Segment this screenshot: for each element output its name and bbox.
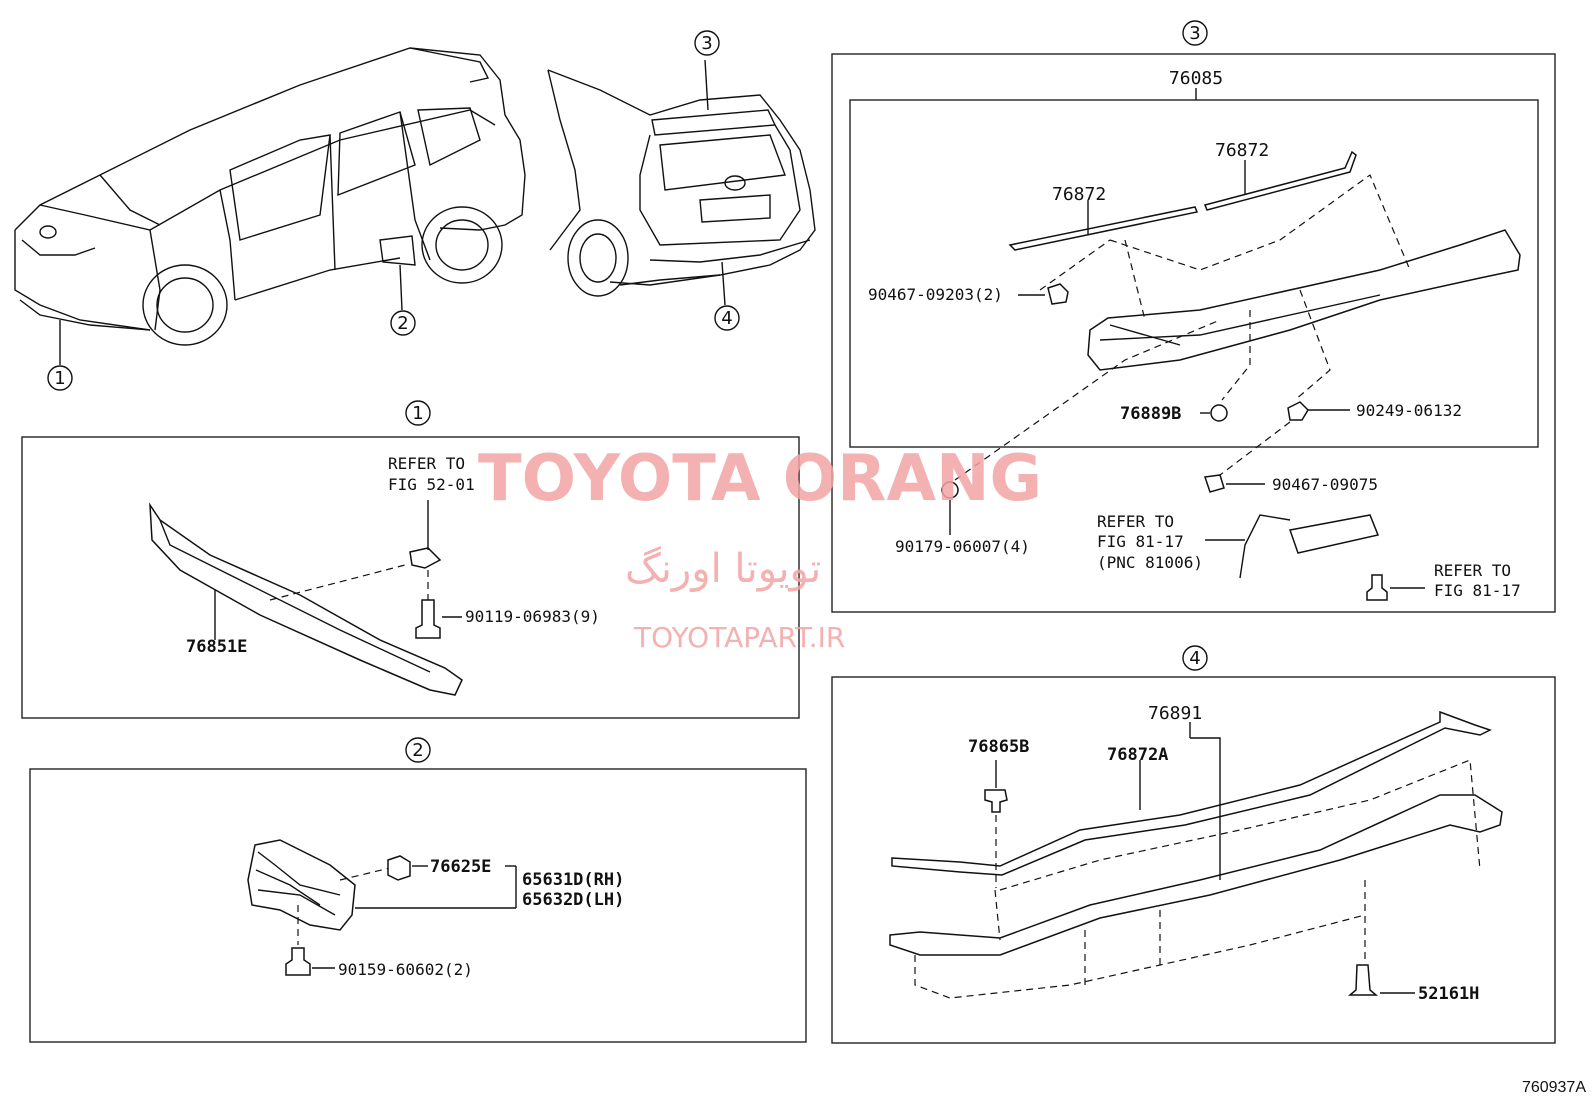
part-52161H-label: 52161H [1418, 984, 1479, 1004]
part-90467-09075-label: 90467-09075 [1272, 475, 1378, 494]
watermark-site: TOYOTAPART.IR [633, 621, 845, 654]
refer-to-label-s1a: REFER TO [388, 454, 465, 473]
refer-fig-label-s3a: FIG 81-17 [1097, 532, 1184, 551]
mudguard-screw-part [285, 947, 311, 976]
section-1-front-spoiler: 1 [21, 400, 800, 719]
part-76872-left-label: 76872 [1052, 184, 1106, 205]
part-76851E-label: 76851E [186, 637, 247, 657]
svg-text:2: 2 [412, 740, 423, 761]
figure-code: 760937A [1522, 1079, 1586, 1096]
nut-90249-06132 [1287, 401, 1309, 421]
clip-90467-09203 [1047, 283, 1069, 305]
part-90159-60602-label: 90159-60602(2) [338, 960, 473, 979]
refer-to-label-s3b: REFER TO [1434, 561, 1511, 580]
front-spoiler-part [149, 502, 463, 696]
part-76625E-label: 76625E [430, 857, 491, 877]
front-clip-part [409, 547, 442, 569]
refer-fig-label-s1b: FIG 52-01 [388, 475, 475, 494]
cap-76889B [1210, 404, 1228, 422]
refer-to-label-s3a: REFER TO [1097, 512, 1174, 531]
svg-text:1: 1 [54, 368, 65, 389]
screw-90179-06007 [941, 481, 959, 499]
front-bolt-part [415, 599, 441, 639]
part-76865B-label: 76865B [968, 737, 1029, 757]
car-front-illustration [14, 47, 526, 365]
part-90119-06983-label: 90119-06983(9) [465, 607, 600, 626]
callout-2-overview: 2 [390, 310, 416, 336]
car-rear-illustration [547, 59, 816, 306]
callout-1-overview: 1 [47, 365, 73, 391]
rear-spoiler-body [1087, 229, 1521, 371]
callout-4-overview: 4 [714, 305, 740, 331]
svg-text:4: 4 [1189, 648, 1200, 669]
tape-76872-right [1203, 150, 1357, 211]
part-76891-label: 76891 [1148, 703, 1202, 724]
svg-text:4: 4 [721, 308, 732, 329]
part-76872A-label: 76872A [1107, 745, 1168, 765]
refer-pnc-label-s3a: (PNC 81006) [1097, 553, 1203, 572]
watermark-brand: TOYOTA ORANG [478, 442, 1042, 516]
rear-lower-spoiler-body [889, 794, 1503, 956]
high-stop-lamp [1289, 514, 1380, 554]
tape-76872A [891, 710, 1492, 876]
part-90179-06007-label: 90179-06007(4) [895, 537, 1030, 556]
tape-76872-left [1008, 206, 1199, 251]
part-65632D-label: 65632D(LH) [522, 890, 624, 910]
section-3-rear-spoiler: 3 [831, 20, 1556, 613]
part-76889B-label: 76889B [1120, 404, 1181, 424]
section-4-rear-lower-spoiler: 4 [831, 645, 1556, 1044]
svg-text:1: 1 [412, 403, 423, 424]
part-76085-label: 76085 [1169, 68, 1223, 89]
part-90249-06132-label: 90249-06132 [1356, 401, 1462, 420]
clip-90467-09075 [1204, 474, 1225, 493]
svg-text:3: 3 [701, 33, 712, 54]
svg-text:2: 2 [397, 313, 408, 334]
clip-76865B [984, 789, 1008, 813]
callout-3-overview: 3 [694, 30, 720, 56]
svg-text:3: 3 [1189, 23, 1200, 44]
part-65631D-label: 65631D(RH) [522, 870, 624, 890]
part-76872-right-label: 76872 [1215, 140, 1269, 161]
mudguard-clip-part [387, 855, 411, 881]
refer-fig-label-s3b: FIG 81-17 [1434, 581, 1521, 600]
watermark-persian: تویوتا اورنگ [625, 546, 821, 592]
retainer-52161H [1347, 964, 1379, 996]
lamp-screw [1366, 574, 1388, 601]
section-2-mudflap: 2 [29, 737, 807, 1043]
part-90467-09203-label: 90467-09203(2) [868, 285, 1003, 304]
